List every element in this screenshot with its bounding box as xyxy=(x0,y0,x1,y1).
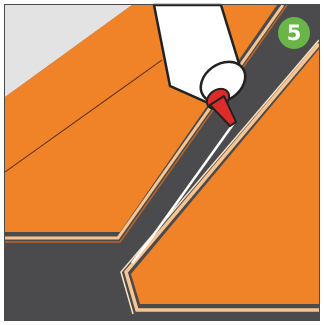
step-number-badge: 5 xyxy=(278,17,310,49)
step-number: 5 xyxy=(287,23,302,44)
